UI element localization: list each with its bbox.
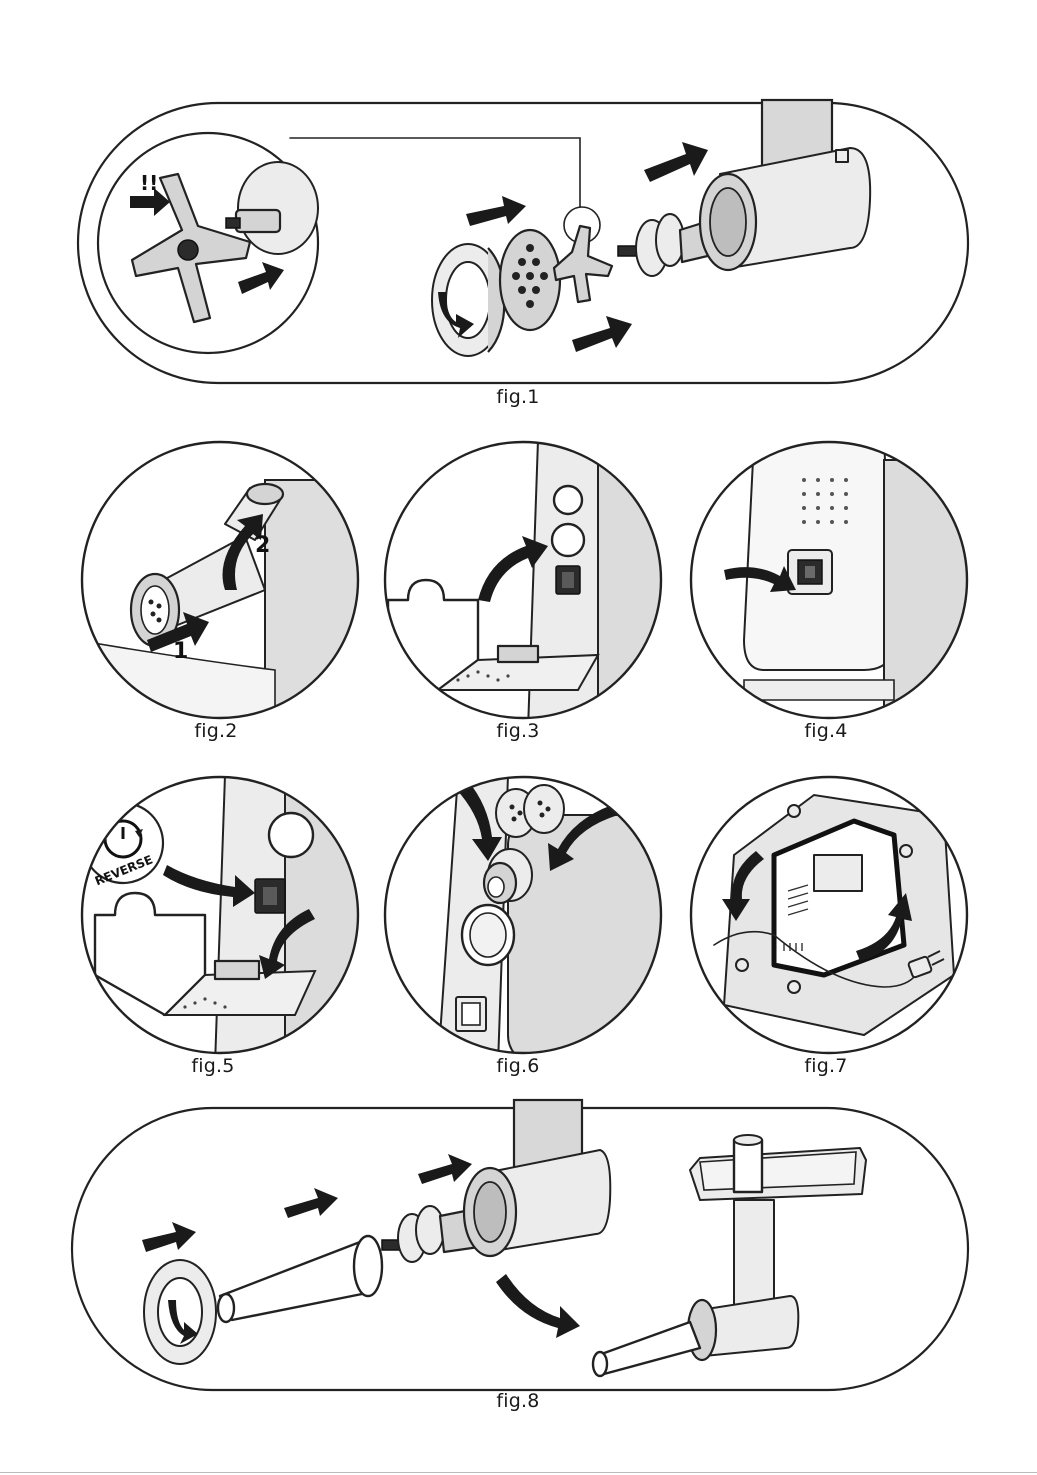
fig4-panel xyxy=(684,440,974,730)
fig7-caption: fig.7 xyxy=(804,1055,847,1077)
fig1-panel: !! xyxy=(0,0,1037,420)
fig8-panel xyxy=(0,1100,1037,1420)
fig2-caption: fig.2 xyxy=(194,720,237,742)
fig8-ring-nut xyxy=(144,1260,216,1364)
fig2-step1-label: 1 xyxy=(173,639,188,664)
fig2-step2-label: 2 xyxy=(255,533,270,558)
fig1-warning-mark: !! xyxy=(140,171,158,195)
fig2-panel: 1 2 xyxy=(75,440,365,730)
fig6-panel xyxy=(378,775,668,1065)
fig3-caption: fig.3 xyxy=(496,720,539,742)
fig5-switch xyxy=(255,879,285,913)
fig6-caption: fig.6 xyxy=(496,1055,539,1077)
fig5-caption: fig.5 xyxy=(191,1055,234,1077)
fig3-panel xyxy=(378,440,668,730)
fig3-switch xyxy=(556,566,580,594)
fig4-caption: fig.4 xyxy=(804,720,847,742)
page-bottom-rule xyxy=(0,1472,1037,1473)
fig7-cord-storage xyxy=(774,821,904,975)
fig1-cutting-plate xyxy=(500,230,560,330)
fig6-switch xyxy=(456,997,486,1031)
fig5-panel: REVERSE xyxy=(75,775,365,1065)
fig1-caption: fig.1 xyxy=(496,386,539,408)
fig8-caption: fig.8 xyxy=(496,1390,539,1412)
fig7-panel xyxy=(684,775,974,1065)
fig6-plates xyxy=(496,785,564,837)
